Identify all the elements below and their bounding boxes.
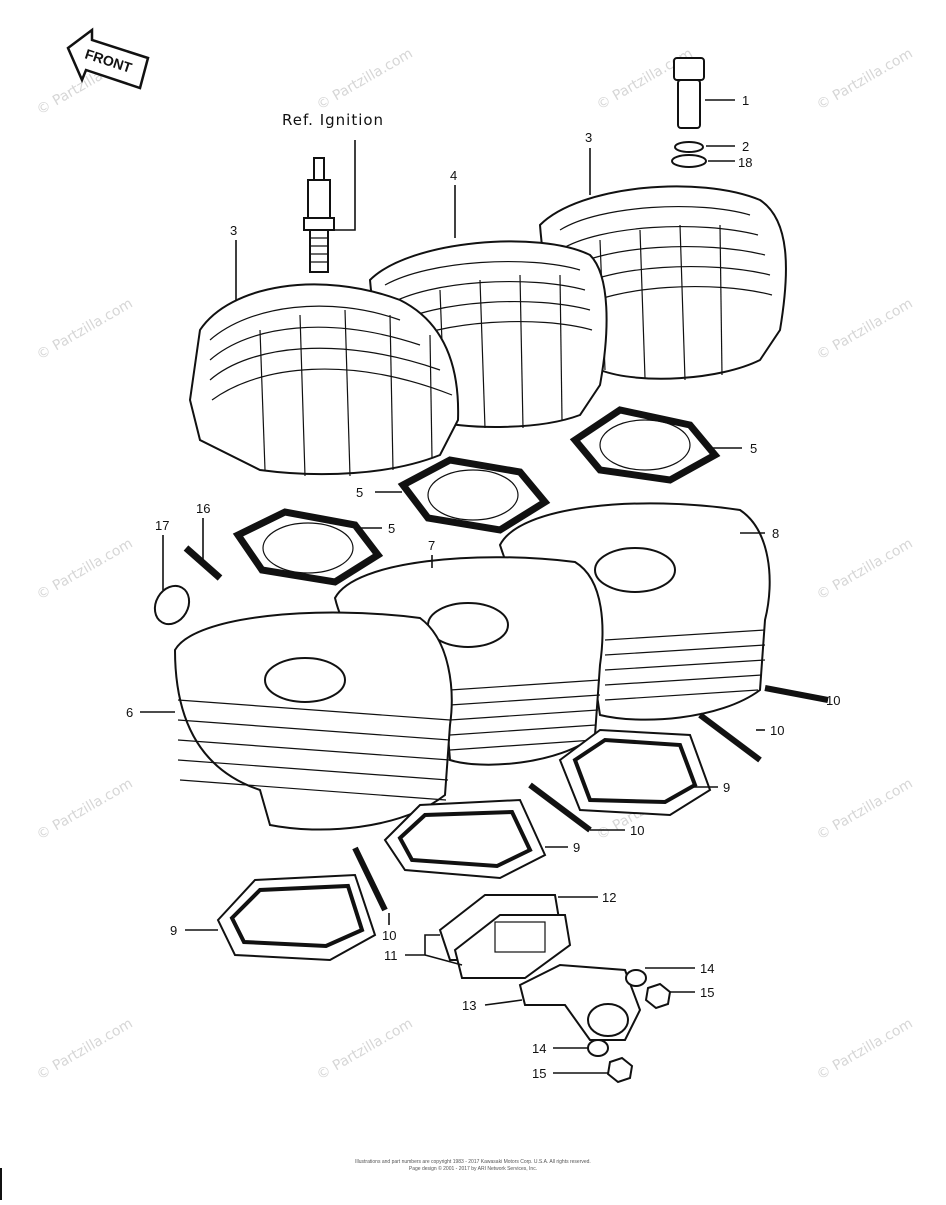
carburetor-holder-icon [518, 963, 642, 1041]
callout-6: 6 [126, 705, 133, 720]
callout-10: 10 [770, 723, 784, 738]
callout-14: 14 [700, 961, 714, 976]
watermark: © Partzilla.com [34, 1016, 136, 1084]
callout-17: 17 [155, 518, 169, 533]
footer-page-design: Page design © 2001 - 2017 by ARI Network… [409, 1165, 537, 1172]
callout-10: 10 [382, 928, 396, 943]
stud-bolt-icon [183, 545, 223, 581]
spark-plug-icon [303, 157, 335, 273]
watermark: © Partzilla.com [34, 536, 136, 604]
callout-5: 5 [750, 441, 757, 456]
head-bolt-icon [673, 57, 705, 129]
callout-4: 4 [450, 168, 457, 183]
ref-ignition-label: Ref. Ignition [282, 111, 384, 129]
intake-gasket-right-icon [558, 728, 712, 817]
callout-3: 3 [230, 223, 237, 238]
stud-icon [698, 712, 762, 763]
callout-13: 13 [462, 998, 476, 1013]
callout-15: 15 [700, 985, 714, 1000]
callout-16: 16 [196, 501, 210, 516]
head-gasket-right-icon [569, 406, 721, 484]
callout-5: 5 [356, 485, 363, 500]
callout-5: 5 [388, 521, 395, 536]
callouts: 1 2 18 3 3 4 5 5 5 8 7 16 17 6 10 10 10 … [126, 93, 840, 1081]
cylinder-left-icon [173, 611, 453, 831]
callout-9: 9 [573, 840, 580, 855]
watermark: © Partzilla.com [314, 1016, 416, 1084]
callout-7: 7 [428, 538, 435, 553]
callout-10: 10 [826, 693, 840, 708]
watermark: © Partzilla.com [314, 46, 416, 114]
nut-icon [644, 982, 672, 1010]
ref-ignition-leader [328, 140, 356, 231]
callout-8: 8 [772, 526, 779, 541]
washer-icon [671, 154, 707, 168]
watermark: © Partzilla.com [34, 776, 136, 844]
watermark: © Partzilla.com [814, 46, 916, 114]
stud-icon [764, 685, 829, 703]
washer-icon [674, 141, 704, 153]
washer-icon [587, 1039, 609, 1057]
nut-icon [606, 1056, 634, 1084]
callout-10: 10 [630, 823, 644, 838]
watermark: © Partzilla.com [814, 1016, 916, 1084]
leader-lines [140, 99, 828, 1074]
callout-3: 3 [585, 130, 592, 145]
cylinder-head-left-icon [188, 283, 460, 477]
edge-mark [0, 1168, 2, 1200]
callout-1: 1 [742, 93, 749, 108]
watermark: © Partzilla.com [814, 296, 916, 364]
cylinder-right-icon [498, 502, 771, 721]
callout-11: 11 [384, 948, 398, 963]
callout-9: 9 [723, 780, 730, 795]
watermark: © Partzilla.com [34, 296, 136, 364]
reed-valve-icon [438, 894, 572, 979]
washer-icon [625, 969, 647, 987]
callout-14: 14 [532, 1041, 546, 1056]
head-gasket-left-icon [232, 508, 384, 586]
intake-gasket-center-icon [383, 798, 547, 880]
callout-2: 2 [742, 139, 749, 154]
callout-9: 9 [170, 923, 177, 938]
callout-18: 18 [738, 155, 752, 170]
intake-gasket-left-icon [216, 873, 377, 962]
watermark: © Partzilla.com [814, 776, 916, 844]
watermark: © Partzilla.com [814, 536, 916, 604]
cylinder-center-icon [333, 556, 604, 766]
callout-12: 12 [602, 890, 616, 905]
callout-15: 15 [532, 1066, 546, 1081]
stud-icon [352, 846, 388, 912]
footer-copyright: Illustrations and part numbers are copyr… [355, 1159, 591, 1165]
head-gasket-center-icon [397, 456, 551, 534]
front-arrow-icon: FRONT [66, 27, 150, 90]
o-ring-icon [153, 584, 191, 626]
stud-icon [528, 782, 592, 833]
